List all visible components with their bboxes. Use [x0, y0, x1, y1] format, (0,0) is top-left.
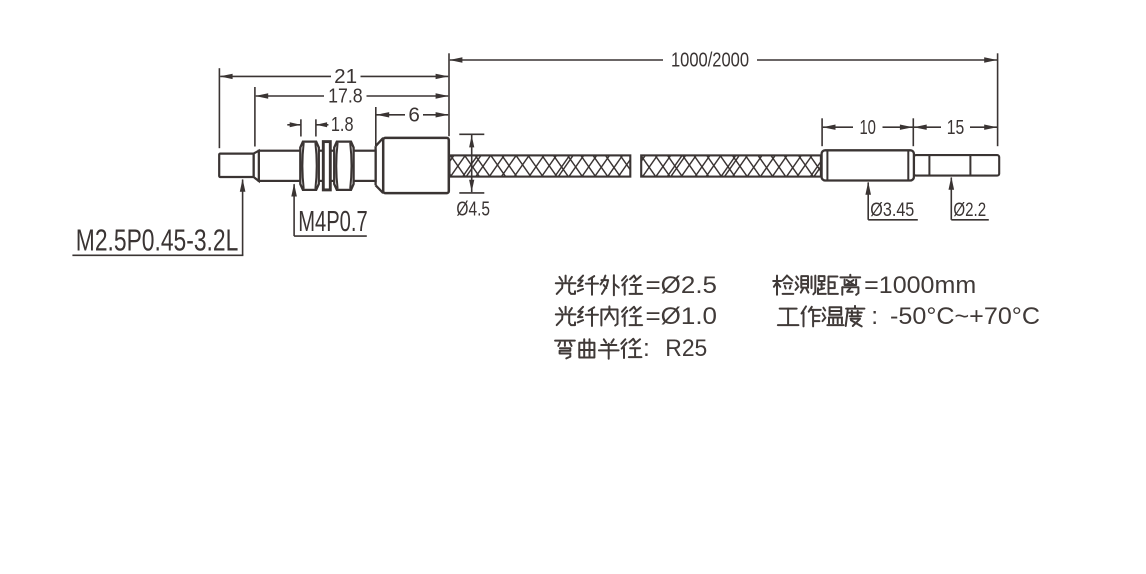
svg-text:15: 15	[947, 116, 965, 139]
svg-text:=Ø2.5: =Ø2.5	[646, 272, 718, 299]
svg-text:1.8: 1.8	[331, 114, 354, 136]
svg-text::: :	[871, 303, 878, 330]
svg-text:R25: R25	[665, 335, 707, 362]
svg-text:Ø4.5: Ø4.5	[456, 199, 490, 221]
svg-text:=Ø1.0: =Ø1.0	[646, 303, 718, 330]
svg-text:=1000mm: =1000mm	[864, 272, 976, 299]
svg-text:21: 21	[334, 66, 357, 88]
svg-text:1000/2000: 1000/2000	[671, 50, 749, 72]
svg-text:-50°C~+70°C: -50°C~+70°C	[890, 303, 1040, 330]
svg-text::: :	[643, 335, 650, 362]
svg-text:Ø2.2: Ø2.2	[953, 199, 986, 221]
svg-text:6: 6	[408, 105, 420, 127]
svg-text:M4P0.7: M4P0.7	[298, 206, 368, 238]
svg-text:Ø3.45: Ø3.45	[870, 199, 914, 221]
svg-text:10: 10	[859, 116, 876, 139]
svg-text:17.8: 17.8	[328, 86, 363, 108]
svg-text:M2.5P0.45-3.2L: M2.5P0.45-3.2L	[76, 222, 239, 257]
